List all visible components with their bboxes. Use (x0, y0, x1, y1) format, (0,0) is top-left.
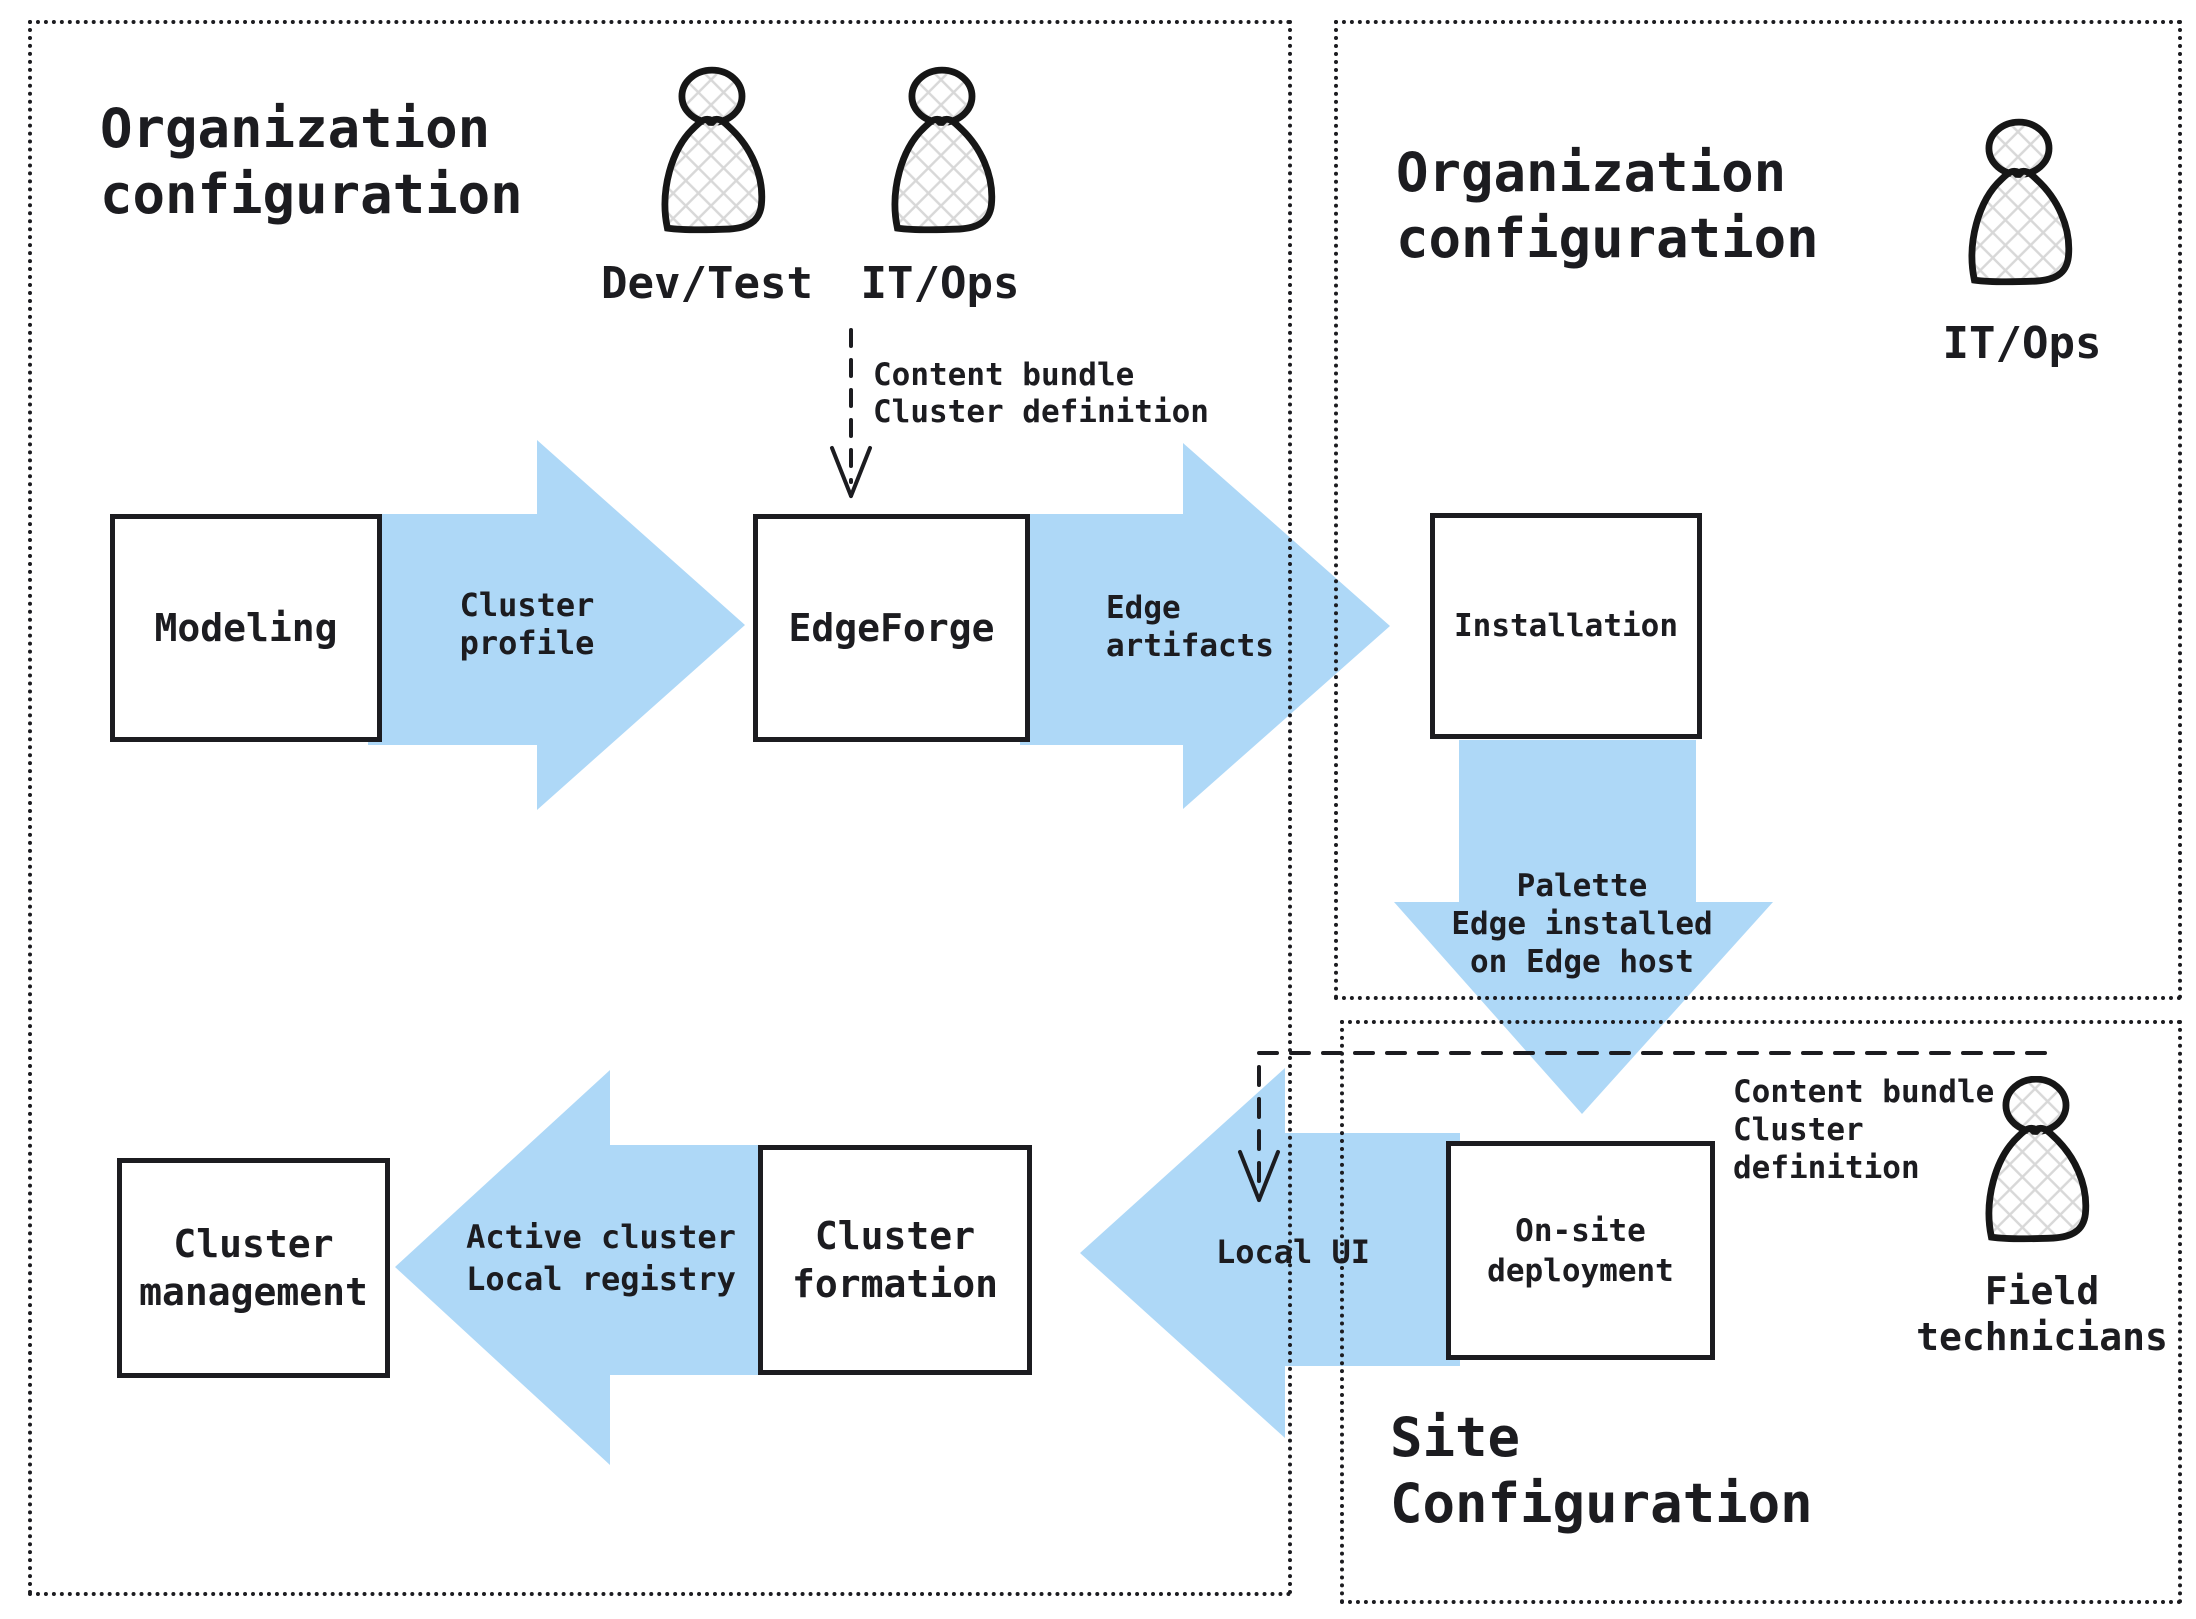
active-cluster-label-line1: Active cluster (466, 1218, 736, 1256)
active-cluster-flow-label: Active cluster Local registry (466, 1216, 736, 1300)
onsite-deployment-node: On-site deployment (1446, 1141, 1715, 1360)
modeling-label: Modeling (154, 606, 338, 650)
palette-edge-flow-label: Palette Edge installed on Edge host (1451, 867, 1712, 981)
content-bundle-site-line2: Cluster (1733, 1112, 1864, 1148)
org-right-title-line1: Organization (1396, 141, 1787, 204)
cluster-management-label-line2: management (139, 1270, 368, 1314)
org-left-title-line2: configuration (100, 163, 523, 226)
it-ops-left-person-icon (891, 66, 996, 234)
flow-arrow-palette-edge (1394, 740, 1773, 1114)
site-title-line2: Configuration (1390, 1472, 1813, 1535)
org-left-title-line1: Organization (100, 97, 491, 160)
dev-test-label: Dev/Test (601, 258, 813, 309)
flow-arrow-edge-artifacts (1020, 443, 1390, 809)
installation-label: Installation (1454, 608, 1678, 644)
org-left-title: Organization configuration (100, 96, 523, 228)
onsite-deployment-label-line1: On-site (1515, 1212, 1646, 1249)
palette-edge-label-line1: Palette (1516, 868, 1648, 904)
content-bundle-top-annotation: Content bundle Cluster definition (873, 357, 1209, 431)
it-ops-right-person-icon (1968, 118, 2073, 286)
field-technicians-label: Field technicians (1916, 1268, 2168, 1360)
edgeforge-node: EdgeForge (753, 514, 1030, 742)
palette-edge-label-line2: Edge installed (1451, 906, 1713, 942)
it-ops-left-label: IT/Ops (860, 258, 1020, 309)
org-right-title: Organization configuration (1396, 140, 1819, 272)
site-title-line1: Site (1390, 1406, 1521, 1469)
content-bundle-site-line1: Content bundle (1733, 1074, 1995, 1110)
cluster-management-label-line1: Cluster (173, 1222, 334, 1266)
local-ui-flow-label: Local UI (1215, 1233, 1371, 1271)
onsite-deployment-label-line2: deployment (1487, 1252, 1674, 1289)
edgeforge-label: EdgeForge (788, 606, 995, 650)
cluster-formation-label-line1: Cluster (814, 1214, 976, 1258)
modeling-node: Modeling (110, 514, 382, 742)
cluster-profile-flow-label: Cluster profile (460, 586, 595, 662)
content-bundle-site-annotation: Content bundle Cluster definition (1733, 1073, 1994, 1187)
palette-edge-label-line3: on Edge host (1470, 944, 1694, 980)
cluster-formation-node: Cluster formation (758, 1145, 1032, 1375)
flow-arrow-cluster-profile (368, 440, 745, 810)
it-ops-right-label: IT/Ops (1942, 318, 2102, 369)
content-bundle-top-line1: Content bundle (873, 357, 1135, 393)
content-bundle-top-line2: Cluster definition (873, 394, 1209, 430)
edge-artifacts-flow-label: Edge artifacts (1106, 589, 1274, 665)
edge-artifacts-label-line1: Edge (1106, 590, 1181, 626)
edge-artifacts-label-line2: artifacts (1106, 628, 1274, 664)
flow-arrow-active-cluster (395, 1070, 775, 1465)
field-technicians-label-line1: Field (1984, 1269, 2100, 1313)
cluster-management-node: Cluster management (117, 1158, 390, 1378)
dev-test-person-icon (661, 66, 766, 234)
cluster-formation-label-line2: formation (792, 1262, 998, 1306)
org-right-title-line2: configuration (1396, 207, 1819, 270)
installation-node: Installation (1430, 513, 1702, 739)
active-cluster-label-line2: Local registry (466, 1260, 736, 1298)
content-bundle-site-line3: definition (1733, 1150, 1920, 1186)
site-title: Site Configuration (1390, 1405, 1813, 1537)
cluster-profile-label-line1: Cluster (459, 586, 595, 624)
cluster-profile-label-line2: profile (459, 624, 595, 662)
field-technicians-label-line2: technicians (1916, 1315, 2168, 1359)
